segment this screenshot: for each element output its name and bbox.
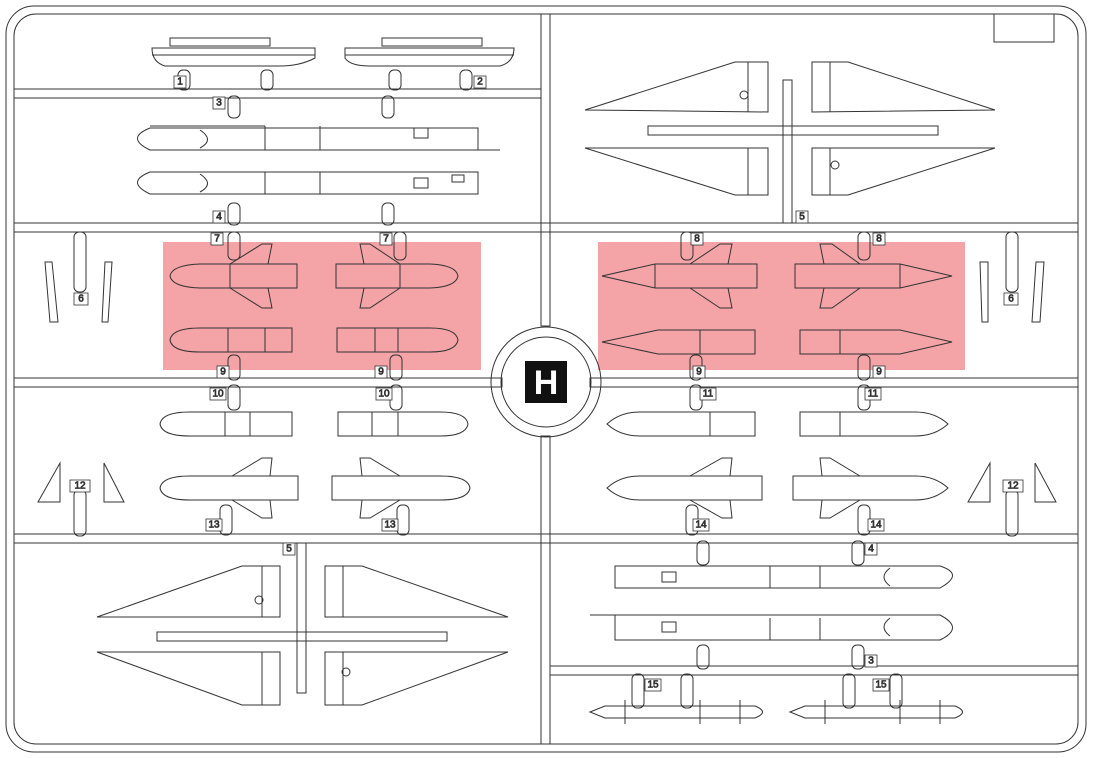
- part-4-pod-lower-right: [614, 565, 953, 589]
- hub-ring-inner: [500, 336, 592, 428]
- part-number-label: 4: [216, 212, 222, 223]
- part-11-body-left: [606, 411, 756, 437]
- part-5-fin-bl: [584, 147, 769, 196]
- part-number-label: 11: [868, 389, 879, 400]
- part-14-missile-left: [606, 457, 763, 519]
- part-9-cone-left: [601, 329, 756, 355]
- part-number-label: 7: [214, 234, 220, 245]
- part-number-label: 1: [177, 77, 183, 88]
- sprue-letter: H: [534, 364, 559, 402]
- part-number-label: 9: [220, 367, 226, 378]
- part-number-label: 13: [384, 520, 396, 531]
- part-13-missile-right: [331, 457, 471, 519]
- part-number-label: 10: [212, 389, 224, 400]
- part-3-pod-lower-right: [590, 614, 953, 641]
- part-5-lower-fin-tl: [96, 565, 281, 618]
- part-number-label: 9: [696, 367, 702, 378]
- part-5-fin-tl: [584, 61, 769, 113]
- part-13-missile-left: [159, 457, 299, 519]
- frame-tab: [993, 13, 1055, 43]
- part-15-rocket-right: [788, 700, 963, 724]
- part-number-label: 5: [286, 544, 292, 555]
- part-number-label: 7: [383, 234, 389, 245]
- part-number-label: 6: [78, 294, 84, 305]
- part-number-labels: 1 2 3 4 7 7 8 8 5 6 6 9 9 9 9 10 10 11 1…: [69, 75, 1024, 692]
- part-number-label: 9: [876, 367, 882, 378]
- part-11-body-right: [799, 411, 949, 437]
- part-10-body-right: [337, 411, 469, 437]
- part-7-missile-right: [335, 243, 459, 309]
- part-number-label: 15: [875, 680, 887, 691]
- hub-ring-outer: [490, 326, 602, 438]
- sprue-letter-badge: [525, 361, 567, 403]
- part-number-label: 6: [1008, 294, 1014, 305]
- part-number-label: 12: [74, 481, 86, 492]
- part-number-label: 15: [647, 680, 659, 691]
- part-12-left: [37, 461, 125, 503]
- part-9-body-left: [169, 327, 293, 353]
- highlight-left: [163, 242, 481, 370]
- part-5-lower-fin-bl: [96, 651, 281, 706]
- part-number-label: 11: [703, 389, 714, 400]
- part-number-label: 8: [694, 234, 700, 245]
- part-12-right: [967, 461, 1057, 503]
- part-number-label: 9: [378, 367, 384, 378]
- part-8-missile-left: [601, 243, 758, 309]
- part-number-label: 10: [378, 389, 390, 400]
- highlight-right: [598, 242, 965, 370]
- part-14-missile-right: [792, 457, 949, 519]
- part-number-label: 2: [477, 77, 483, 88]
- part-number-label: 12: [1007, 481, 1019, 492]
- part-number-label: 4: [868, 544, 874, 555]
- part-5-lower-fin-tr: [324, 565, 509, 618]
- part-10-body-left: [159, 411, 293, 437]
- part-3-pod-upper: [137, 125, 500, 151]
- part-number-label: 5: [799, 212, 805, 223]
- part-15-rocket-left: [588, 700, 763, 724]
- runners: [13, 13, 1079, 745]
- part-9-cone-right: [799, 329, 953, 355]
- part-6-left: [44, 261, 113, 323]
- part-number-label: 8: [876, 234, 882, 245]
- part-1-pylon: [151, 37, 316, 67]
- part-5-fin-tr: [811, 61, 996, 113]
- part-3-pod-lower: [137, 171, 479, 195]
- part-5-lower-fin-br: [324, 651, 509, 706]
- part-number-label: 14: [695, 520, 707, 531]
- part-number-label: 3: [216, 98, 222, 109]
- sprue-frame-outer: [5, 5, 1087, 753]
- part-6-right: [979, 261, 1045, 323]
- part-number-label: 14: [870, 520, 882, 531]
- part-number-label: 13: [208, 520, 220, 531]
- part-5-fin-br: [811, 147, 996, 196]
- part-2-pylon: [344, 37, 515, 67]
- part-9-body-right: [336, 327, 459, 353]
- part-7-missile-left: [169, 243, 298, 309]
- part-number-label: 3: [868, 656, 874, 667]
- part-8-missile-right: [794, 243, 953, 309]
